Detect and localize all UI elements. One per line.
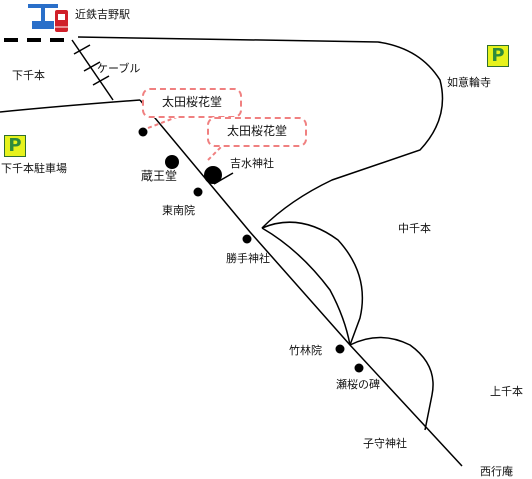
callout-dot-1 — [138, 127, 148, 137]
label-saigyoan: 西行庵 — [480, 465, 513, 478]
label-tonanin: 東南院 — [162, 204, 195, 217]
cable-line — [71, 39, 114, 101]
label-zaodo: 蔵王堂 — [141, 169, 178, 183]
label-yoshimizu: 吉水神社 — [230, 157, 274, 170]
label-monument: 瀬桜の碑 — [336, 378, 380, 391]
area-kami-senbon: 上千本 — [490, 385, 523, 398]
parking-icon: P — [487, 45, 509, 67]
road-left — [0, 99, 141, 113]
katte-marker — [242, 234, 252, 244]
yoshimizu-marker — [204, 166, 222, 184]
label-komori: 子守神社 — [363, 437, 407, 450]
road-east — [349, 336, 434, 431]
area-naka-senbon: 中千本 — [398, 222, 431, 235]
tonanin-marker — [193, 187, 203, 197]
area-shimo-senbon: 下千本 — [12, 69, 45, 82]
label-katte: 勝手神社 — [226, 252, 270, 265]
road-loop-inner — [261, 227, 351, 346]
cable-tick — [73, 44, 91, 55]
cable-tick — [92, 75, 110, 86]
chikurinin-marker — [335, 344, 345, 354]
callout-ota-ouka-1: 太田桜花堂 — [142, 88, 242, 118]
cable-label: ケーブル — [97, 62, 141, 75]
station-icon — [28, 4, 68, 32]
label-chikurinin: 竹林院 — [289, 344, 322, 357]
monument-marker — [354, 363, 364, 373]
parking-label-shimo-senbon: 下千本駐車場 — [1, 162, 67, 175]
road-main — [139, 99, 463, 467]
road-loop — [261, 221, 364, 346]
callout-ota-ouka-2: 太田桜花堂 — [207, 117, 307, 147]
station-name: 近鉄吉野駅 — [75, 8, 130, 21]
parking-icon: P — [4, 135, 26, 157]
cable-tick — [83, 61, 101, 72]
zaodo-marker — [165, 155, 179, 169]
road-top — [77, 36, 444, 229]
callout-tail-2 — [207, 145, 223, 161]
parking-label-nyoirinji: 如意輪寺 — [447, 76, 491, 89]
